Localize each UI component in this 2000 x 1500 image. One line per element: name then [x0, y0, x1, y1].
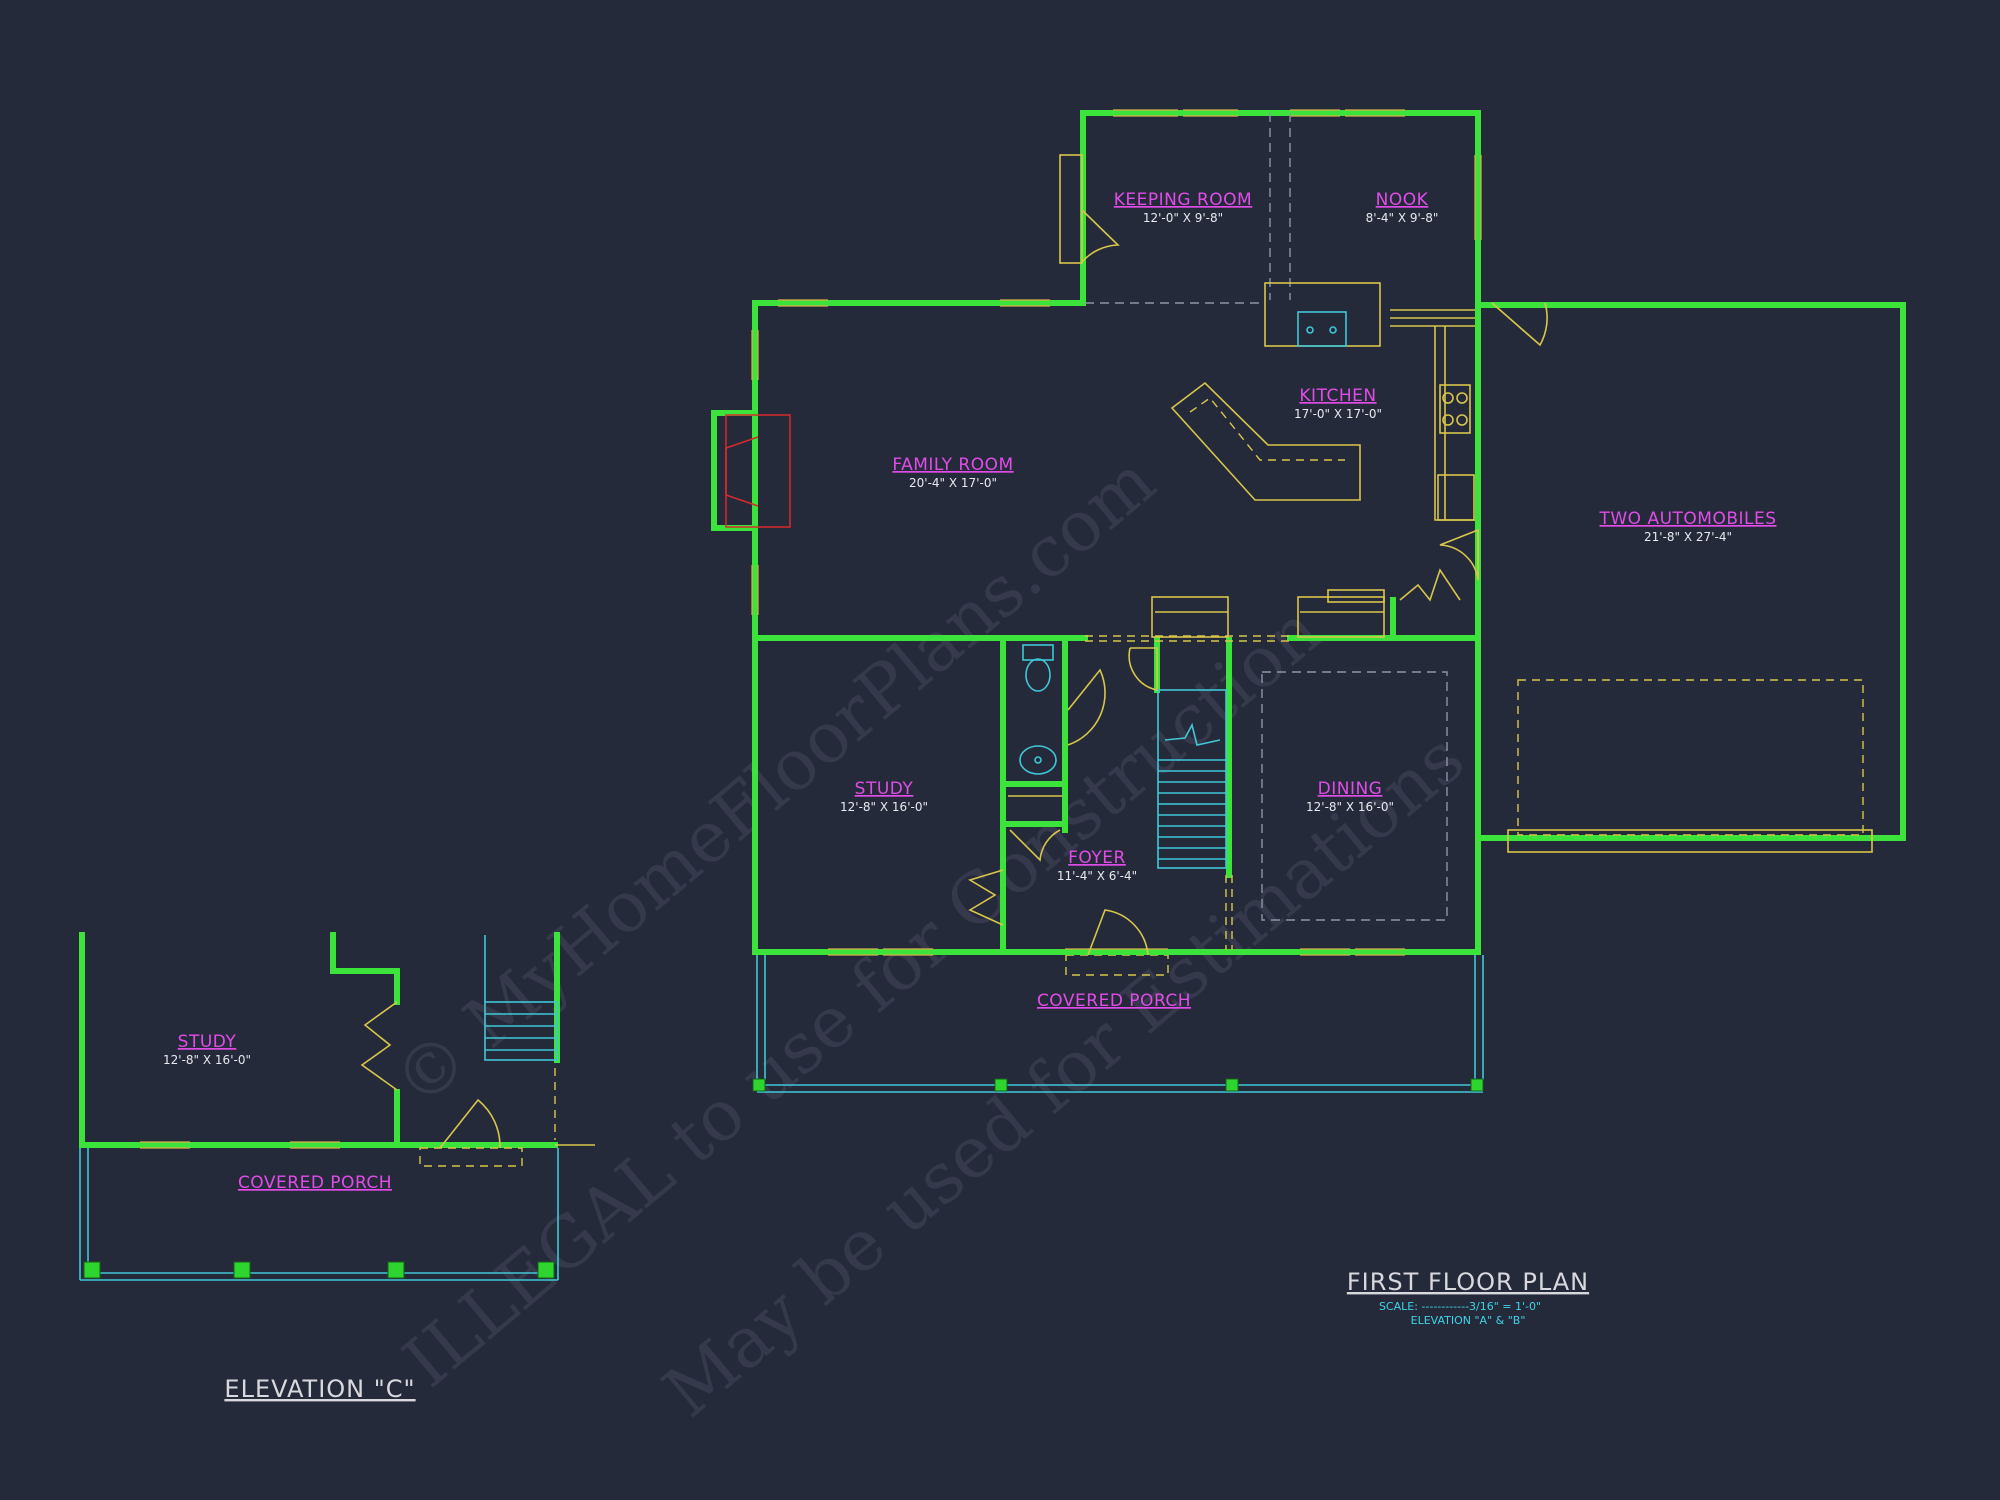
keeping-room-dim: 12'-0" X 9'-8" [1143, 211, 1223, 225]
powder-room-fixtures [1008, 644, 1062, 797]
elevation-c-porch [79, 1148, 559, 1281]
dining-name: DINING [1318, 779, 1383, 799]
elevation-c-title: ELEVATION "C" [224, 1375, 415, 1403]
study-dim: 12'-8" X 16'-0" [840, 800, 928, 814]
kitchen-fixtures [1151, 282, 1475, 638]
windows [751, 109, 1482, 956]
title-block: FIRST FLOOR PLAN SCALE: ------------3/16… [1347, 1268, 1589, 1327]
covered-porch-outline [756, 954, 1484, 1093]
plan-title: FIRST FLOOR PLAN [1347, 1268, 1589, 1296]
exterior-walls [711, 110, 1906, 955]
dining-dim: 12'-8" X 16'-0" [1306, 800, 1394, 814]
doors [968, 154, 1548, 956]
elevation-c-entry-door [439, 1098, 501, 1149]
keeping-room-name: KEEPING ROOM [1114, 190, 1252, 210]
elevation-c-bifold-door [360, 1001, 398, 1091]
staircase [1157, 689, 1227, 869]
plan-scale: SCALE: ------------3/16" = 1'-0" [1379, 1300, 1541, 1313]
family-room-name: FAMILY ROOM [892, 455, 1013, 475]
elevation-c-plan: STUDY 12'-8" X 16'-0" COVERED PORCH ELEV… [79, 932, 595, 1403]
first-floor-plan: KEEPING ROOM 12'-0" X 9'-8" NOOK 8'-4" X… [711, 109, 1906, 1093]
kitchen-dim: 17'-0" X 17'-0" [1294, 407, 1382, 421]
fireplace [725, 414, 791, 528]
elevation-c-stairs [484, 935, 558, 1061]
nook-dim: 8'-4" X 9'-8" [1366, 211, 1439, 225]
family-room-dim: 20'-4" X 17'-0" [909, 476, 997, 490]
garage-name: TWO AUTOMOBILES [1598, 509, 1776, 529]
elevation-c-walls [79, 932, 595, 1148]
watermark: © MyHomeFloorPlans.com ILLEGAL to use fo… [378, 440, 1479, 1433]
foyer-name: FOYER [1068, 848, 1126, 868]
garage-dim: 21'-8" X 27'-4" [1644, 530, 1732, 544]
nook-name: NOOK [1376, 190, 1429, 210]
study-name: STUDY [855, 779, 914, 799]
plan-elevation-note: ELEVATION "A" & "B" [1411, 1314, 1526, 1327]
porch-posts [752, 1078, 1484, 1092]
dashed-lines [1085, 113, 1873, 950]
elevation-c-stoop [419, 1147, 523, 1167]
room-labels: KEEPING ROOM 12'-0" X 9'-8" NOOK 8'-4" X… [840, 190, 1776, 1011]
foyer-dim: 11'-4" X 6'-4" [1057, 869, 1137, 883]
elevation-c-windows [140, 1141, 340, 1149]
covered-porch-name: COVERED PORCH [1037, 991, 1191, 1011]
elevation-c-study-dim: 12'-8" X 16'-0" [163, 1053, 251, 1067]
kitchen-name: KITCHEN [1299, 386, 1376, 406]
elevation-c-porch-name: COVERED PORCH [238, 1173, 392, 1193]
elevation-c-study-name: STUDY [178, 1032, 237, 1052]
